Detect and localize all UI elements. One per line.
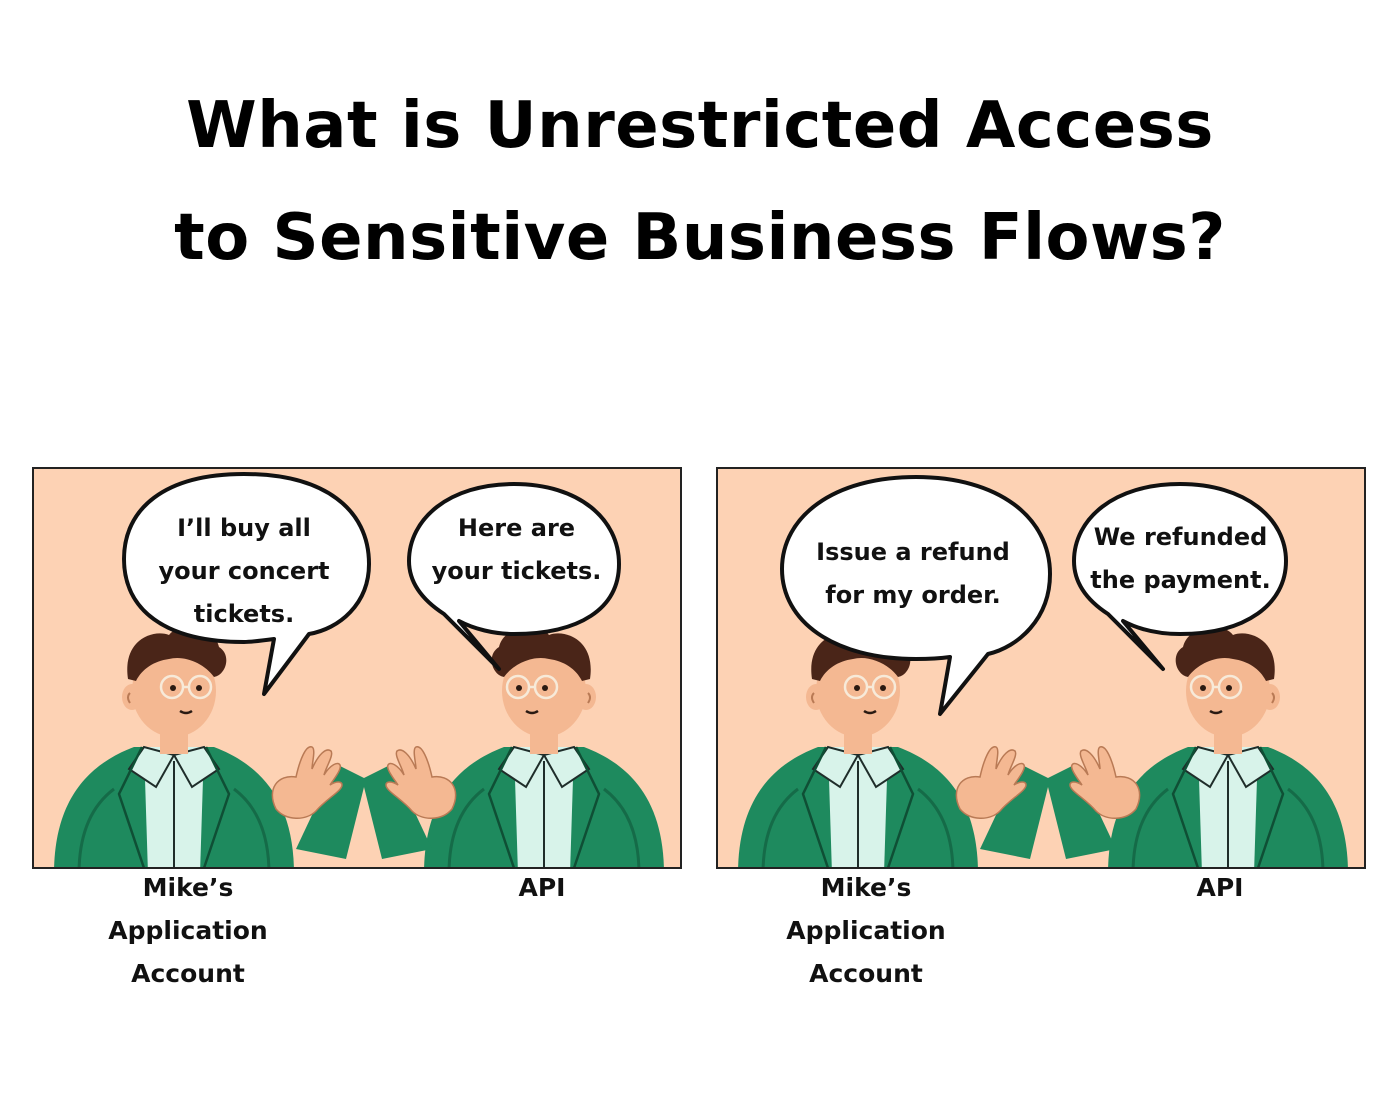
api-figure [422,625,666,867]
speech-bubble-right [407,482,621,671]
comic-panel-2: Issue a refund for my order. We refunded… [716,467,1366,869]
panel-1-right-caption: API [518,873,566,902]
right-bubble-text: We refunded the payment. [1090,523,1271,594]
mike-hand [271,746,366,859]
right-bubble-text: Here are your tickets. [431,514,602,585]
speech-bubble-right [1072,482,1288,671]
api-figure [1106,625,1350,867]
api-hand [1046,746,1141,859]
panel-2-left-caption: Mike’s Application Account [786,873,946,988]
title-line-2: to Sensitive Business Flows? [174,201,1226,275]
mike-figure [52,625,296,867]
left-bubble-text: Issue a refund for my order. [816,538,1010,609]
page-title: What is Unrestricted Access to Sensitive… [0,70,1400,294]
mike-figure [736,625,980,867]
title-line-1: What is Unrestricted Access [186,89,1214,163]
mike-hand [955,746,1050,859]
panel-1-scene [52,472,666,867]
left-bubble-text: I’ll buy all your concert tickets. [158,514,330,628]
speech-bubble-left [122,472,371,696]
panel-2-right-caption: API [1196,873,1244,902]
panel-1-left-caption: Mike’s Application Account [108,873,268,988]
comic-panel-1: I’ll buy all your concert tickets. Here … [32,467,682,869]
panel-2-scene [736,475,1350,867]
speech-bubble-left [780,475,1052,716]
api-hand [362,746,457,859]
